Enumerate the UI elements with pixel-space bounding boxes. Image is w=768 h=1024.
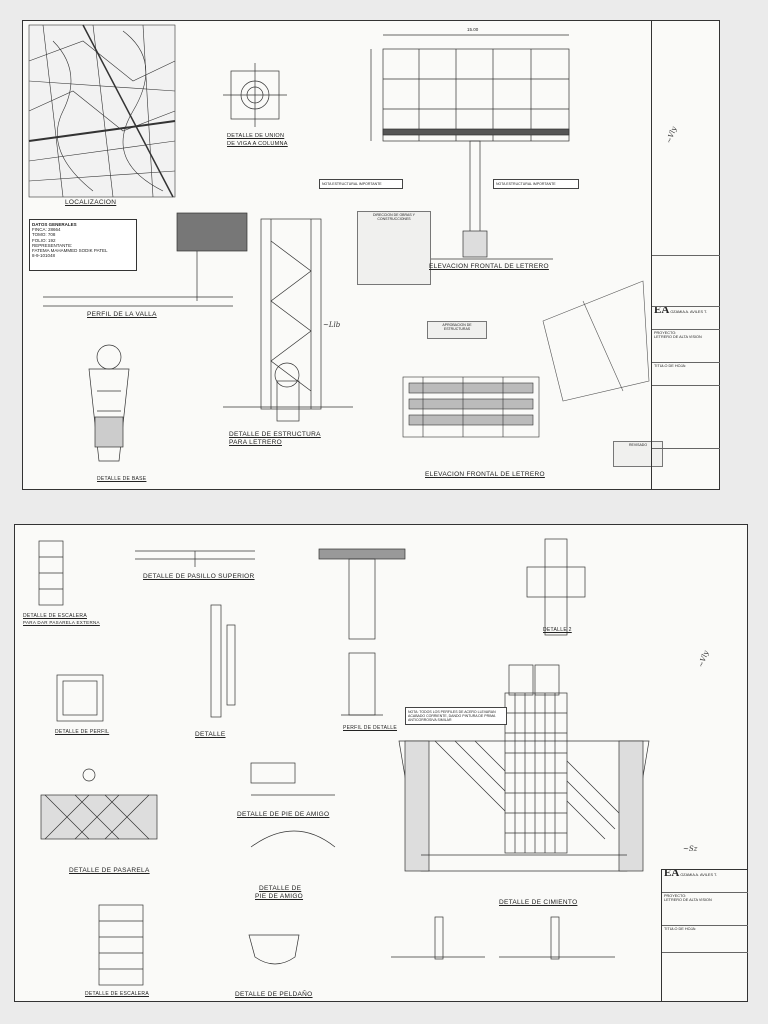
- base-detail-title: DETALLE DE BASE: [97, 476, 147, 482]
- signature: ~Llb: [323, 321, 341, 329]
- site-sketch: [542, 280, 650, 402]
- billboard-elevation: [370, 34, 570, 260]
- title-block-info: [652, 386, 720, 449]
- firm-logo: EA: [664, 870, 680, 879]
- structure-detail: [223, 218, 353, 422]
- detail-2-drawing: [526, 538, 586, 636]
- title-block-revisions: [652, 21, 720, 256]
- ladder-detail-2-title: DETALLE DE ESCALERA: [85, 991, 149, 997]
- friend-foot-2-subtitle: PIE DE AMIGO: [255, 893, 304, 900]
- company-name: OZAMIA A. AVILES T.: [670, 310, 707, 314]
- approval-stamp: DIRECCION DE OBRAS Y CONSTRUCCIONES: [357, 211, 431, 285]
- drawing-sheet-1: LOCALIZACION DATOS GENERALES FINCA: 2866…: [22, 20, 720, 490]
- general-data-line: 8-9-101048: [32, 253, 56, 259]
- ladder-detail-subtitle: PARA DAR PASARELA EXTERNA: [23, 620, 100, 625]
- walkway-section: [135, 550, 255, 567]
- title-block-company: EA OZAMIA A. AVILES T.: [662, 870, 748, 893]
- lower-details: [391, 916, 615, 960]
- beam-detail-subtitle: DE VIGA A COLUMNA: [227, 141, 288, 147]
- sheet-label: TITULO DE HOJA:: [664, 927, 697, 931]
- finish-note-text: NOTA: TODOS LOS PERFILES DE ACERO LLEVAR…: [408, 710, 496, 722]
- title-block-stamps: [652, 256, 720, 307]
- detail-2-title: DETALLE 2: [543, 627, 572, 633]
- general-data-line: TOMO: 708: [32, 232, 56, 238]
- foundation-title: DETALLE DE CIMIENTO: [499, 899, 578, 906]
- general-data-line: REPRESENTANTE:: [32, 242, 73, 248]
- stamp-text: REVISADO: [628, 443, 648, 447]
- title-block-sheet: TITULO DE HOJA:: [652, 363, 720, 386]
- project-name: LETRERO DE ALTA VISION: [664, 898, 712, 903]
- general-data-box: DATOS GENERALES FINCA: 28664 TOMO: 708 F…: [29, 219, 137, 271]
- title-block-sheet: TITULO DE HOJA:: [662, 926, 748, 953]
- grid-column: [504, 664, 568, 854]
- front-elevation-2-title: ELEVACION FRONTAL DE LETRERO: [425, 471, 545, 478]
- step-detail-title: DETALLE DE PELDAÑO: [235, 991, 313, 998]
- walkway-title: DETALLE DE PASARELA: [69, 867, 150, 874]
- structure-detail-subtitle: PARA LETRERO: [229, 439, 282, 446]
- project-name: LETRERO DE ALTA VISION: [654, 335, 702, 340]
- general-data-title: DATOS GENERALES: [32, 222, 77, 227]
- dimension-label: 15.00: [467, 27, 479, 32]
- reviewed-stamp: REVISADO: [613, 441, 663, 467]
- profile-section: [210, 604, 236, 718]
- approval-stamp: APROBACION DE ESTRUCTURAS: [427, 321, 487, 339]
- base-detail: [88, 344, 130, 462]
- sheet1-linework: [28, 24, 650, 462]
- bracket-drawing: [250, 762, 336, 848]
- walkway-plan: [40, 768, 158, 840]
- friend-foot-title: DETALLE DE PIE DE AMIGO: [237, 811, 330, 818]
- company-name: OZAMIA A. AVILES T.: [680, 873, 717, 877]
- title-block-project: PROYECTO: LETRERO DE ALTA VISION: [662, 893, 748, 926]
- structure-detail-title: DETALLE DE ESTRUCTURA: [229, 431, 321, 438]
- column-top-detail: [318, 548, 406, 716]
- column-profile-title: PERFIL DE DETALLE: [343, 725, 398, 731]
- beam-column-detail: [223, 63, 287, 127]
- ladder-detail-title: DETALLE DE ESCALERA: [23, 613, 87, 619]
- ladder-drawing: [38, 540, 64, 606]
- friend-foot-2-title: DETALLE DE: [259, 885, 302, 892]
- finish-note: NOTA: TODOS LOS PERFILES DE ACERO LLEVAR…: [405, 707, 507, 725]
- ladder-lower: [98, 904, 144, 986]
- general-data-line: FATEMA MAHAMMED SODIK PATEL: [32, 248, 108, 254]
- profile-title: PERFIL DE LA VALLA: [87, 311, 157, 318]
- structural-note-title: NOTA ESTRUCTURAL IMPORTANTE: [322, 182, 382, 186]
- step-drawing: [248, 934, 300, 965]
- stamp-text: APROBACION DE ESTRUCTURAS: [442, 323, 472, 331]
- title-block-company: EA OZAMIA A. AVILES T.: [652, 307, 720, 330]
- structural-note-1: NOTA ESTRUCTURAL IMPORTANTE: [319, 179, 403, 189]
- detail-1-title: DETALLE DE PERFIL: [55, 729, 110, 735]
- sheet2-linework: [38, 538, 650, 986]
- profile-drawing: [43, 212, 248, 307]
- stamp-text: DIRECCION DE OBRAS Y CONSTRUCCIONES: [373, 213, 415, 221]
- general-data-line: FINCA: 28664: [32, 227, 61, 233]
- upper-walkway-title: DETALLE DE PASILLO SUPERIOR: [143, 573, 255, 580]
- drawing-sheet-2: DETALLE DE PASILLO SUPERIOR DETALLE DE E…: [14, 524, 748, 1002]
- foundation-drawing: [398, 740, 650, 872]
- beam-detail-title: DETALLE DE UNION: [227, 133, 285, 139]
- signature: ~Sz: [683, 845, 698, 853]
- detail-title: DETALLE: [195, 731, 226, 738]
- square-detail: [56, 674, 104, 722]
- title-block-info: [662, 953, 748, 1001]
- front-elevation-title: ELEVACION FRONTAL DE LETRERO: [429, 263, 549, 270]
- firm-logo: EA: [654, 307, 670, 316]
- structural-note-2: NOTA ESTRUCTURAL IMPORTANTE: [493, 179, 579, 189]
- title-block-1: EA OZAMIA A. AVILES T. PROYECTO: LETRERO…: [651, 21, 720, 489]
- location-map: [28, 24, 176, 198]
- important-note-title: NOTA ESTRUCTURAL IMPORTANTE: [496, 182, 556, 186]
- general-data-line: FOLIO: 192: [32, 237, 56, 243]
- elevation-2-drawing: [402, 376, 540, 438]
- project-label: PROYECTO:: [664, 894, 687, 898]
- sheet-label: TITULO DE HOJA:: [654, 364, 687, 368]
- location-caption: LOCALIZACION: [65, 199, 117, 206]
- project-label: PROYECTO:: [654, 331, 677, 335]
- title-block-project: PROYECTO: LETRERO DE ALTA VISION: [652, 330, 720, 363]
- title-block-2: EA OZAMIA A. AVILES T. PROYECTO: LETRERO…: [661, 869, 748, 1002]
